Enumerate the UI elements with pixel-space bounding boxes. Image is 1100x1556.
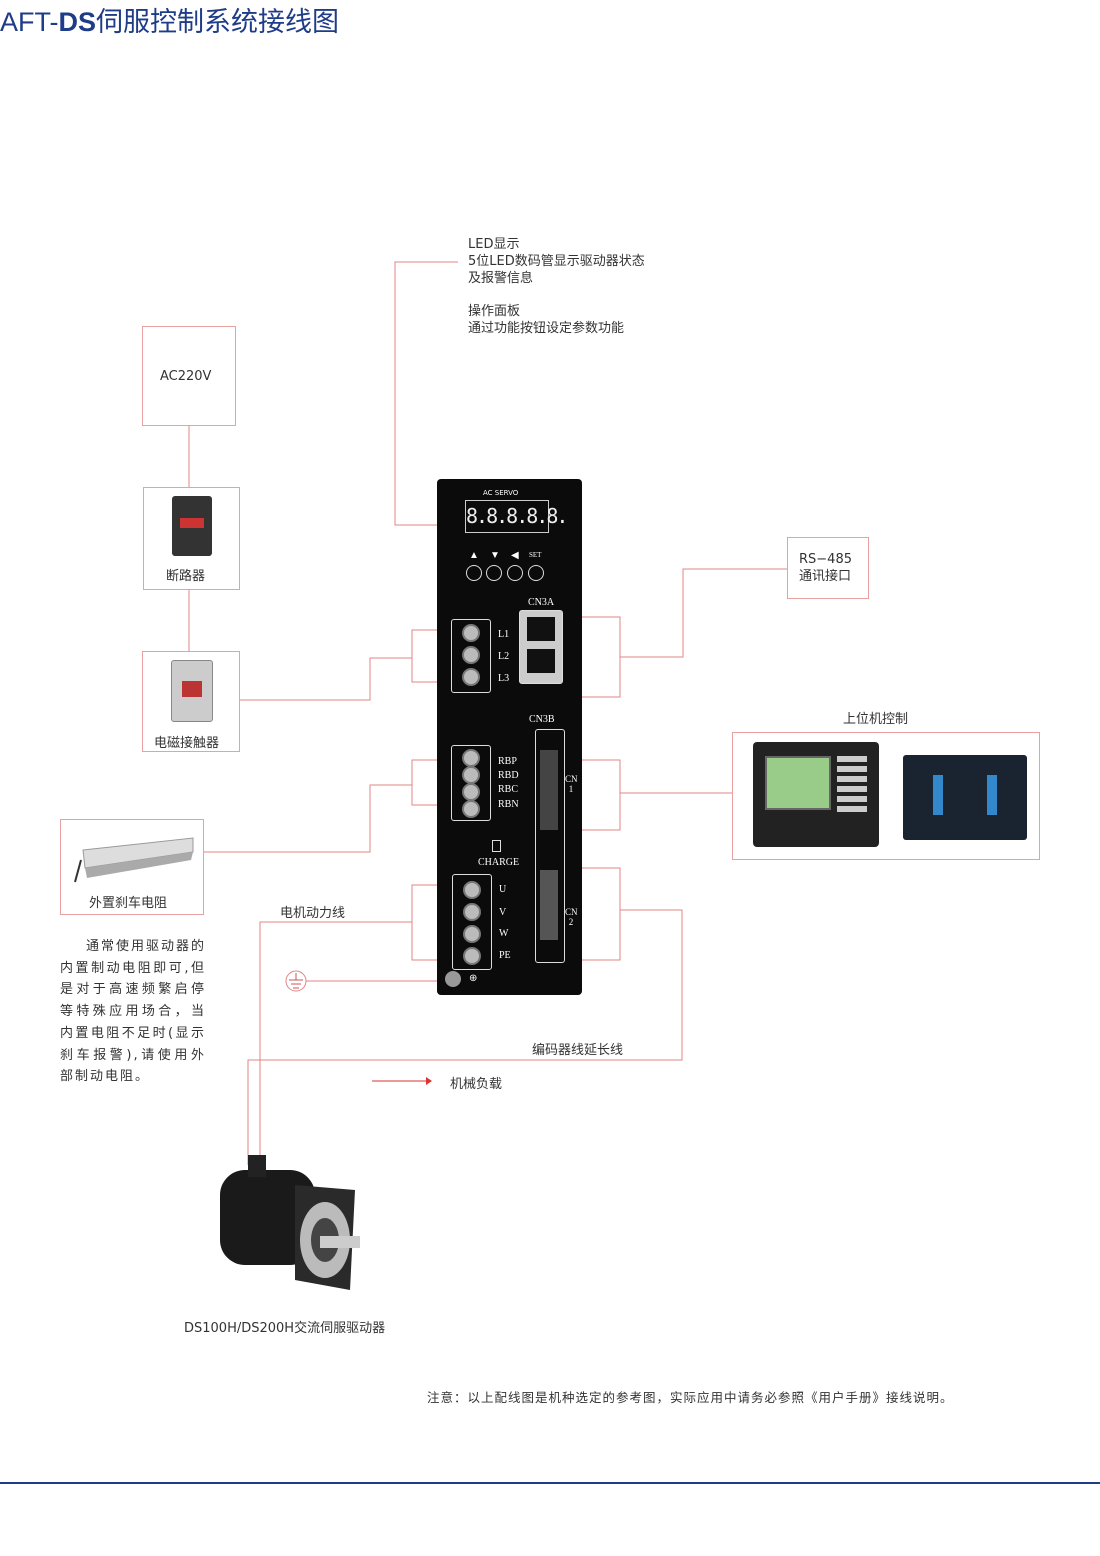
servo-motor-icon bbox=[220, 1155, 360, 1290]
motor-terminal[interactable] bbox=[452, 874, 492, 970]
rbc-label: RBC bbox=[498, 784, 519, 795]
footer-note: 注意：以上配线图是机种选定的参考图，实际应用中请务必参照《用户手册》接线说明。 bbox=[427, 1390, 954, 1405]
led-line3: 及报警信息 bbox=[468, 271, 534, 286]
contactor-label: 电磁接触器 bbox=[154, 736, 220, 751]
cn1-label: CN 1 bbox=[565, 774, 578, 794]
v-label: V bbox=[499, 907, 507, 918]
contactor-icon bbox=[171, 660, 213, 722]
wire-motor-power bbox=[259, 921, 412, 1160]
motor-label: DS100H/DS200H交流伺服驱动器 bbox=[184, 1321, 386, 1336]
brake-terminal[interactable] bbox=[451, 745, 491, 821]
resistor-note: 通常使用驱动器的内置制动电阻即可,但是对于高速频繁启停等特殊应用场合，当内置电阻… bbox=[60, 939, 207, 1085]
led-line1: LED显示 bbox=[468, 237, 520, 252]
rs485-label: RS−485 bbox=[799, 552, 852, 567]
rbn-label: RBN bbox=[498, 799, 519, 810]
ground-screw-icon bbox=[445, 971, 461, 987]
breaker-icon bbox=[172, 496, 212, 556]
led-leader bbox=[394, 261, 465, 526]
title-suffix: 伺服控制系统接线图 bbox=[96, 7, 340, 37]
ground-symbol: ⊕ bbox=[469, 973, 478, 984]
cn1-cn2-ports bbox=[535, 729, 565, 963]
cn1-port[interactable] bbox=[540, 750, 558, 830]
resistor-label: 外置刹车电阻 bbox=[89, 896, 168, 911]
brake-resistor-icon bbox=[74, 837, 194, 883]
rs485-sublabel: 通讯接口 bbox=[799, 569, 852, 584]
led-display: 8.8.8.8.8. bbox=[465, 500, 568, 533]
set-button[interactable] bbox=[528, 565, 544, 581]
down-icon: ▼ bbox=[490, 550, 500, 561]
page-title: AFT-DS伺服控制系统接线图 bbox=[0, 0, 1100, 39]
charge-label: CHARGE bbox=[478, 857, 520, 868]
l2-label: L2 bbox=[498, 651, 510, 662]
set-label: SET bbox=[529, 551, 542, 559]
title-prefix: AFT- bbox=[0, 7, 59, 37]
wire-resistor-drive bbox=[204, 784, 412, 853]
bracket-cn1 bbox=[580, 759, 621, 831]
l3-label: L3 bbox=[498, 673, 510, 684]
power-terminal[interactable] bbox=[451, 619, 491, 693]
bracket-rb bbox=[411, 759, 450, 806]
cn3a-port[interactable] bbox=[519, 610, 563, 684]
left-icon: ◀ bbox=[511, 550, 519, 561]
shift-button[interactable] bbox=[507, 565, 523, 581]
wire-contactor-drive bbox=[240, 657, 412, 701]
wire-encoder bbox=[247, 909, 683, 1165]
breaker-label: 断路器 bbox=[166, 569, 206, 584]
ground-icon bbox=[285, 970, 307, 992]
bracket-cn2 bbox=[580, 867, 621, 961]
host-label: 上位机控制 bbox=[843, 712, 909, 727]
contactor-box: 电磁接触器 bbox=[142, 651, 240, 752]
breaker-box: 断路器 bbox=[143, 487, 240, 590]
ac220v-label: AC220V bbox=[160, 369, 212, 384]
panel-line1: 操作面板 bbox=[468, 304, 521, 319]
plc-icon bbox=[903, 755, 1027, 840]
hmi-icon bbox=[753, 742, 879, 847]
cn2-label: CN 2 bbox=[565, 907, 578, 927]
up-button[interactable] bbox=[466, 565, 482, 581]
motor-power-label: 电机动力线 bbox=[280, 906, 346, 921]
pe-label: PE bbox=[499, 950, 511, 961]
rbd-label: RBD bbox=[498, 770, 519, 781]
servo-drive: AC SERVO 8.8.8.8.8. ▲ ▼ ◀ SET CN3A L1 L2… bbox=[437, 479, 582, 995]
down-button[interactable] bbox=[486, 565, 502, 581]
led-description: LED显示 5位LED数码管显示驱动器状态 及报警信息 操作面板 通过功能按钮设… bbox=[468, 236, 645, 337]
encoder-cable-label: 编码器线延长线 bbox=[532, 1043, 624, 1058]
cn3b-label: CN3B bbox=[529, 714, 555, 725]
led-line2: 5位LED数码管显示驱动器状态 bbox=[468, 254, 645, 269]
host-box bbox=[732, 732, 1040, 860]
cn2-port[interactable] bbox=[540, 870, 558, 940]
charge-led bbox=[492, 840, 501, 852]
bracket-l bbox=[411, 629, 450, 683]
arrow-head-icon bbox=[426, 1077, 432, 1085]
rs485-box: RS−485 通讯接口 bbox=[787, 537, 869, 599]
u-label: U bbox=[499, 884, 507, 895]
wire-rs485 bbox=[620, 568, 787, 658]
l1-label: L1 bbox=[498, 629, 510, 640]
bracket-cn3a bbox=[580, 616, 621, 698]
ac220v-box: AC220V bbox=[142, 326, 236, 426]
title-brand: DS bbox=[58, 7, 97, 37]
load-label: 机械负载 bbox=[450, 1077, 503, 1092]
drive-header: AC SERVO bbox=[483, 489, 519, 497]
resistor-box: 外置刹车电阻 bbox=[60, 819, 204, 915]
rbp-label: RBP bbox=[498, 756, 517, 767]
up-icon: ▲ bbox=[469, 550, 479, 561]
panel-line2: 通过功能按钮设定参数功能 bbox=[468, 321, 625, 336]
cn3a-label: CN3A bbox=[528, 597, 555, 608]
w-label: W bbox=[499, 928, 509, 939]
